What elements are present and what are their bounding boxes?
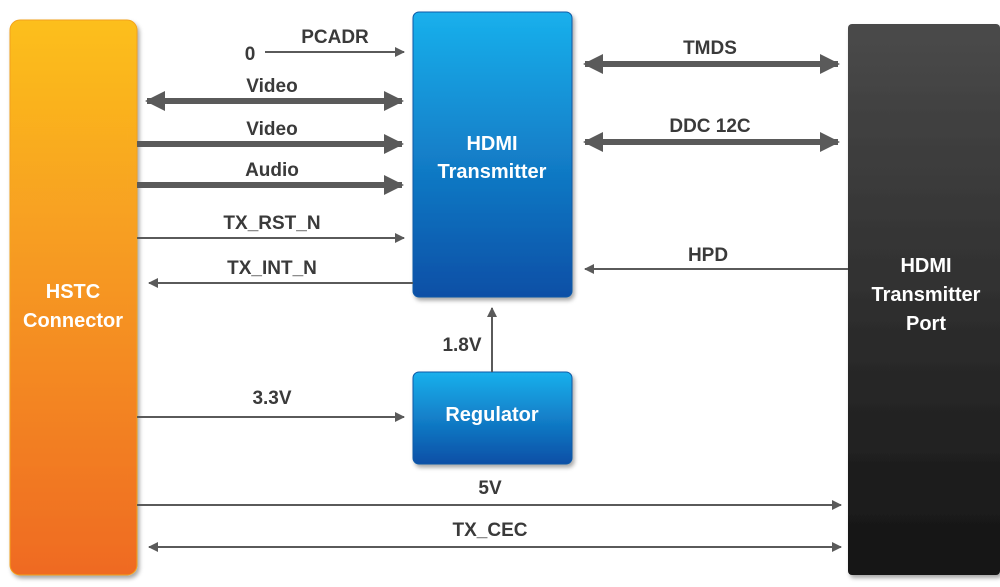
audio-label: Audio: [245, 160, 299, 181]
signal-audio: Audio: [137, 160, 404, 195]
tx-rst-n-label: TX_RST_N: [223, 213, 320, 234]
hpd-label: HPD: [688, 245, 728, 266]
regulator-block: Regulator: [412, 371, 573, 465]
tx-cec-label: TX_CEC: [453, 520, 528, 541]
hstc-label-line2: Connector: [23, 310, 123, 332]
regulator-label: Regulator: [445, 404, 539, 426]
hstc-label-line1: HSTC: [46, 281, 100, 303]
pcadr-label: PCADR: [301, 27, 369, 48]
signal-tx-int-n: TX_INT_N: [148, 258, 413, 288]
tmds-label: TMDS: [683, 38, 737, 59]
tx-int-n-label: TX_INT_N: [227, 258, 317, 279]
hstc-connector-block: HSTC Connector: [9, 19, 138, 576]
v33-label: 3.3V: [252, 388, 291, 409]
signal-5v: 5V: [137, 478, 842, 510]
signal-1v8: 1.8V: [442, 307, 497, 372]
video-in-label: Video: [246, 119, 297, 140]
port-label-line2: Transmitter: [872, 284, 981, 306]
signal-tmds: TMDS: [583, 38, 840, 74]
hdmi-transmitter-port-block: HDMI Transmitter Port: [848, 24, 1000, 575]
zero-label: 0: [245, 44, 256, 65]
signal-video-bidirectional: Video: [145, 76, 404, 111]
signal-video-input: Video: [137, 119, 404, 154]
transmitter-label-line2: Transmitter: [438, 161, 547, 183]
video-bidir-label: Video: [246, 76, 297, 97]
ddc-label: DDC 12C: [669, 116, 751, 137]
signal-ddc: DDC 12C: [583, 116, 840, 152]
signal-pcadr: 0 PCADR: [245, 27, 405, 65]
port-label-line3: Port: [906, 313, 946, 335]
transmitter-label-line1: HDMI: [466, 133, 517, 155]
signal-hpd: HPD: [584, 245, 848, 274]
v18-label: 1.8V: [442, 335, 481, 356]
signal-tx-cec: TX_CEC: [148, 520, 842, 552]
signal-3v3: 3.3V: [137, 388, 405, 422]
port-label-line1: HDMI: [900, 255, 951, 277]
hdmi-transmitter-block: HDMI Transmitter: [412, 11, 573, 298]
v5-label: 5V: [478, 478, 502, 499]
signal-tx-rst-n: TX_RST_N: [137, 213, 405, 243]
